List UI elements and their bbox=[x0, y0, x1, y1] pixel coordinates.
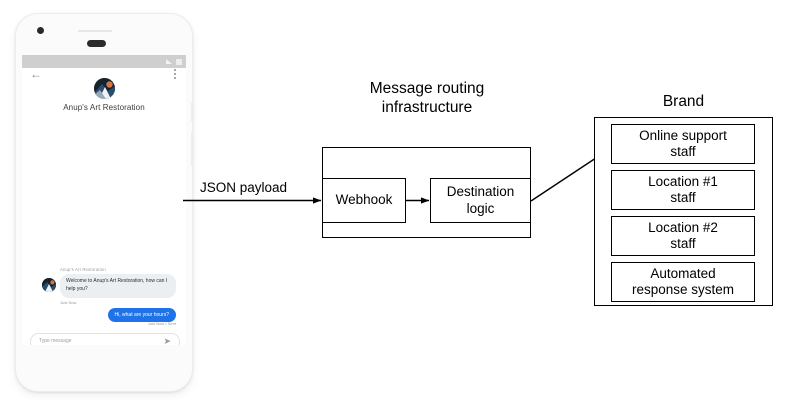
earpiece-icon bbox=[87, 40, 106, 47]
kebab-menu-icon[interactable] bbox=[174, 69, 177, 81]
business-name: Anup's Art Restoration bbox=[63, 103, 145, 112]
destination-logic-node[interactable]: Destination logic bbox=[430, 178, 531, 223]
brand-node-location-1-staff[interactable]: Location #1 staff bbox=[611, 170, 755, 210]
incoming-message-bubble: Welcome to Anup's Art Restoration, how c… bbox=[60, 274, 176, 298]
brand-node-2-line1: Location #2 bbox=[648, 219, 718, 235]
incoming-timestamp: Just Now bbox=[60, 300, 77, 305]
webhook-node[interactable]: Webhook bbox=[322, 178, 406, 223]
brand-node-online-support-staff[interactable]: Online support staff bbox=[611, 124, 755, 164]
phone-screen: ← Anup's Art Restoration Anup's Art Rest… bbox=[22, 55, 186, 345]
infrastructure-title: Message routing infrastructure bbox=[332, 79, 522, 117]
brand-node-1-line1: Location #1 bbox=[648, 173, 718, 189]
message-avatar bbox=[42, 278, 56, 292]
app-bar: ← bbox=[22, 68, 186, 82]
phone-side-button-small bbox=[191, 102, 194, 122]
outgoing-message-bubble: Hi, what are your hours? bbox=[107, 308, 176, 322]
brand-node-3-line1: Automated bbox=[650, 265, 716, 281]
brand-node-automated-response-system[interactable]: Automated response system bbox=[611, 262, 755, 302]
destination-logic-line2: logic bbox=[466, 200, 495, 216]
json-payload-label: JSON payload bbox=[200, 180, 288, 195]
speaker-grille-icon bbox=[78, 30, 112, 32]
front-camera-icon bbox=[37, 27, 44, 34]
message-input[interactable]: Type message ➤ bbox=[30, 333, 180, 345]
brand-node-3-line2: response system bbox=[631, 282, 735, 297]
infrastructure-title-line2: infrastructure bbox=[381, 99, 473, 117]
incoming-sender-label: Anup's Art Restoration bbox=[60, 267, 106, 272]
send-icon[interactable]: ➤ bbox=[163, 336, 171, 346]
battery-icon bbox=[176, 59, 182, 65]
message-input-placeholder: Type message bbox=[39, 338, 72, 344]
outgoing-timestamp: Just Now • Sent bbox=[147, 321, 176, 326]
infrastructure-title-line1: Message routing bbox=[369, 80, 485, 97]
brand-node-1-line2: staff bbox=[670, 190, 696, 205]
back-arrow-icon[interactable]: ← bbox=[30, 67, 42, 81]
brand-node-location-2-staff[interactable]: Location #2 staff bbox=[611, 216, 755, 256]
phone-side-button-large bbox=[191, 132, 194, 166]
brand-node-0-line1: Online support bbox=[639, 127, 727, 143]
business-avatar-icon bbox=[94, 78, 115, 99]
brand-node-2-line2: staff bbox=[670, 236, 696, 251]
phone-mockup: ← Anup's Art Restoration Anup's Art Rest… bbox=[16, 14, 194, 391]
destination-logic-line1: Destination bbox=[446, 184, 515, 200]
brand-title: Brand bbox=[662, 93, 705, 110]
status-bar bbox=[22, 55, 186, 68]
brand-node-0-line2: staff bbox=[670, 144, 696, 159]
